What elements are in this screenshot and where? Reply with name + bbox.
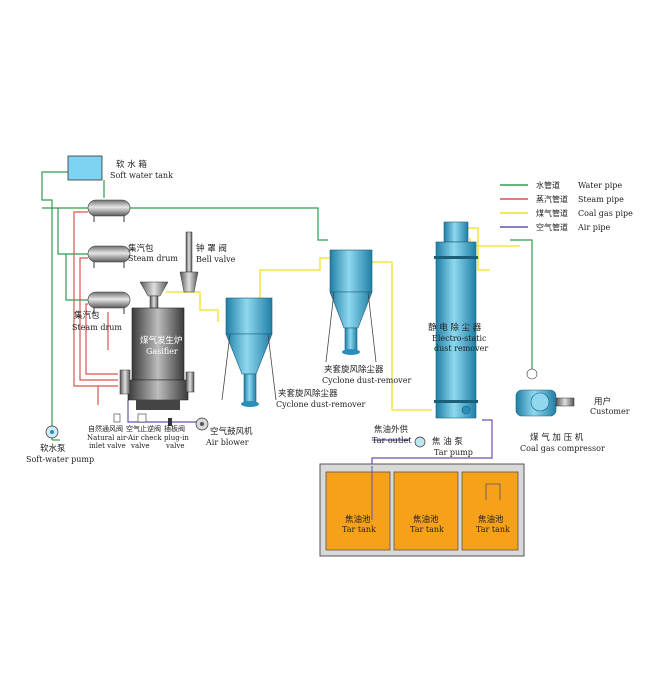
steam-drum-middle [87,245,131,268]
coal-gas-compressor [515,368,575,417]
tar-pump-cn-label: 焦 油 泵 [432,436,463,447]
tar-tank-3 [461,471,519,551]
plug-in-valve [168,418,172,426]
steam-drum-bottom [87,291,131,314]
steam-drum2-en-label: Steam drum [72,323,122,332]
legend-cn-label-0: 水管道 [536,180,560,190]
air-check-valve [137,413,147,423]
air-blower-cn-label: 空气鼓风机 [210,426,253,437]
steam-pipes [73,211,118,405]
soft-water-pump [45,425,59,439]
esp-en1-label: Electro-static [432,334,487,343]
steam-drum-en-label: Steam drum [128,254,178,263]
legend-en-label-1: Steam pipe [578,195,624,204]
bell-valve-en-label: Bell valve [196,255,236,264]
tar-outlet-en-label: Tar outlet [372,436,412,445]
tar-pump-en-label: Tar pump [434,448,473,457]
cyclone1-cn-label: 夹套旋风除尘器 [278,388,338,399]
cyclone-dust-remover-1 [221,297,277,407]
cyclone1-en-label: Cyclone dust-remover [276,400,365,409]
tar-outlet-cn-label: 焦油外供 [374,424,409,435]
compressor-cn-label: 煤 气 加 压 机 [530,432,584,443]
soft-water-tank [67,155,103,181]
plugin-valve-en2-label: valve [165,442,184,450]
soft-pump-cn-label: 软水泵 [40,443,66,454]
cyclone2-cn-label: 夹套旋风除尘器 [324,364,384,375]
air-check-cn-label: 空气止逆阀 [126,424,161,433]
cyclone-dust-remover-2 [325,249,377,363]
natural-valve-en1-label: Natural air- [87,434,129,442]
soft-pump-en-label: Soft-water pump [26,455,94,464]
tar-tank2-en-label: Tar tank [410,525,444,534]
tar-tank1-en-label: Tar tank [342,525,376,534]
natural-valve-en2-label: inlet valve [89,442,126,450]
gasifier-cn-label: 煤气发生炉 [140,335,183,346]
legend-cn-label-1: 蒸汽管道 [536,194,568,204]
water-pipes [41,171,533,441]
legend-cn-label-2: 煤气管道 [536,208,568,218]
steam-drum-top [87,199,131,222]
air-blower-en-label: Air blower [205,438,249,447]
electrostatic-dust-remover [434,221,478,419]
soft-water-tank-cn-label: 软 水 箱 [116,159,147,170]
customer-cn-label: 用户 [594,396,611,407]
legend-en-label-3: Air pipe [577,223,611,232]
legend-cn-label-3: 空气管道 [536,222,568,232]
legend: 水管道 Water pipe 蒸汽管道 Steam pipe 煤气管道 Coal gas … [500,180,633,232]
tar-tank3-en-label: Tar tank [476,525,510,534]
bell-valve [179,231,199,293]
steam-drum2-cn-label: 集汽包 [74,310,100,321]
tar-tank2-cn-label: 焦油池 [413,514,439,525]
tar-pump [414,436,426,448]
air-check-en2-label: valve [130,442,149,450]
legend-en-label-2: Coal gas pipe [578,209,633,218]
plugin-valve-en1-label: plug-in [164,434,189,442]
compressor-en-label: Coal gas compressor [520,444,605,453]
tar-tank1-cn-label: 焦油池 [345,514,371,525]
gasifier [119,281,195,410]
tar-tank3-cn-label: 焦油池 [478,514,504,525]
legend-en-label-0: Water pipe [578,181,622,190]
tar-tank-group [319,463,525,557]
esp-en2-label: dust remover [434,344,488,353]
bell-valve-cn-label: 钟 罩 阀 [196,243,227,254]
gasifier-en-label: Gasifier [146,347,178,356]
natural-air-inlet-valve [113,413,121,423]
steam-drum-cn-label: 集汽包 [128,243,154,254]
esp-cn-label: 静 电 除 尘 器 [428,322,482,333]
air-check-en1-label: Air check [127,434,162,442]
plugin-valve-cn-label: 插板阀 [164,424,185,433]
soft-water-tank-en-label: Soft water tank [110,171,173,180]
air-blower [195,417,209,431]
tar-tank-2 [393,471,459,551]
tar-tank-1 [325,471,391,551]
customer-en-label: Customer [590,407,630,416]
air-pipes [127,400,493,466]
cyclone2-en-label: Cyclone dust-remover [322,376,411,385]
natural-valve-cn-label: 自然通风阀 [88,424,123,433]
